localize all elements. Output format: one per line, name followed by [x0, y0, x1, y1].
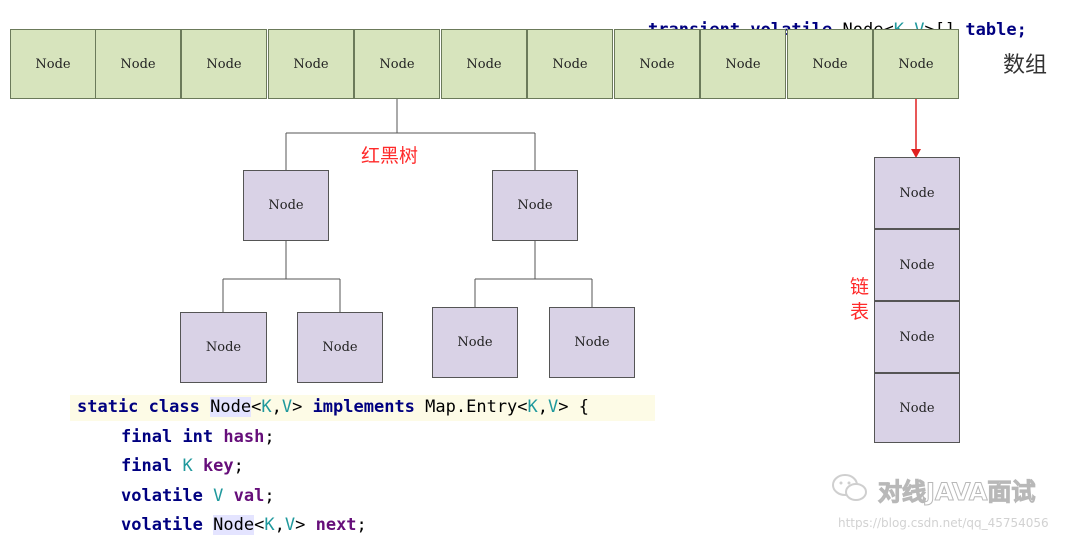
tree-node: Node	[549, 307, 635, 378]
list-arrow-head	[911, 149, 921, 158]
array-cell: Node	[441, 29, 527, 99]
array-cell: Node	[354, 29, 440, 99]
tree-node: Node	[243, 170, 329, 241]
list-label-2: 表	[850, 301, 870, 323]
array-cell: Node	[700, 29, 786, 99]
code-line-next: volatile Node<K,V> next;	[121, 515, 367, 535]
code-line-key: final K key;	[121, 456, 244, 476]
array-cell: Node	[95, 29, 181, 99]
code-line-class: static class Node<K,V> implements Map.En…	[77, 397, 590, 417]
current-line-highlight	[70, 395, 655, 421]
tree-node: Node	[432, 307, 518, 378]
array-cell: Node	[10, 29, 96, 99]
array-cell: Node	[787, 29, 873, 99]
tree-node: Node	[180, 312, 267, 383]
wechat-icon	[830, 472, 870, 504]
watermark-brand: 对线JAVA面试	[877, 478, 1036, 507]
list-node: Node	[874, 301, 960, 373]
array-cell: Node	[614, 29, 700, 99]
list-node: Node	[874, 157, 960, 229]
array-label: 数组	[1003, 53, 1048, 78]
tree-node: Node	[297, 312, 383, 383]
code-line-hash: final int hash;	[121, 427, 275, 447]
tree-node: Node	[492, 170, 578, 241]
list-node: Node	[874, 373, 960, 443]
watermark-url: https://blog.csdn.net/qq_45754056	[838, 516, 1049, 530]
tree-label: 红黑树	[361, 145, 419, 167]
array-cell: Node	[527, 29, 613, 99]
code-line-val: volatile V val;	[121, 486, 275, 506]
array-cell: Node	[873, 29, 959, 99]
array-cell: Node	[268, 29, 354, 99]
list-node: Node	[874, 229, 960, 301]
array-cell: Node	[181, 29, 267, 99]
list-label-1: 链	[850, 276, 870, 298]
